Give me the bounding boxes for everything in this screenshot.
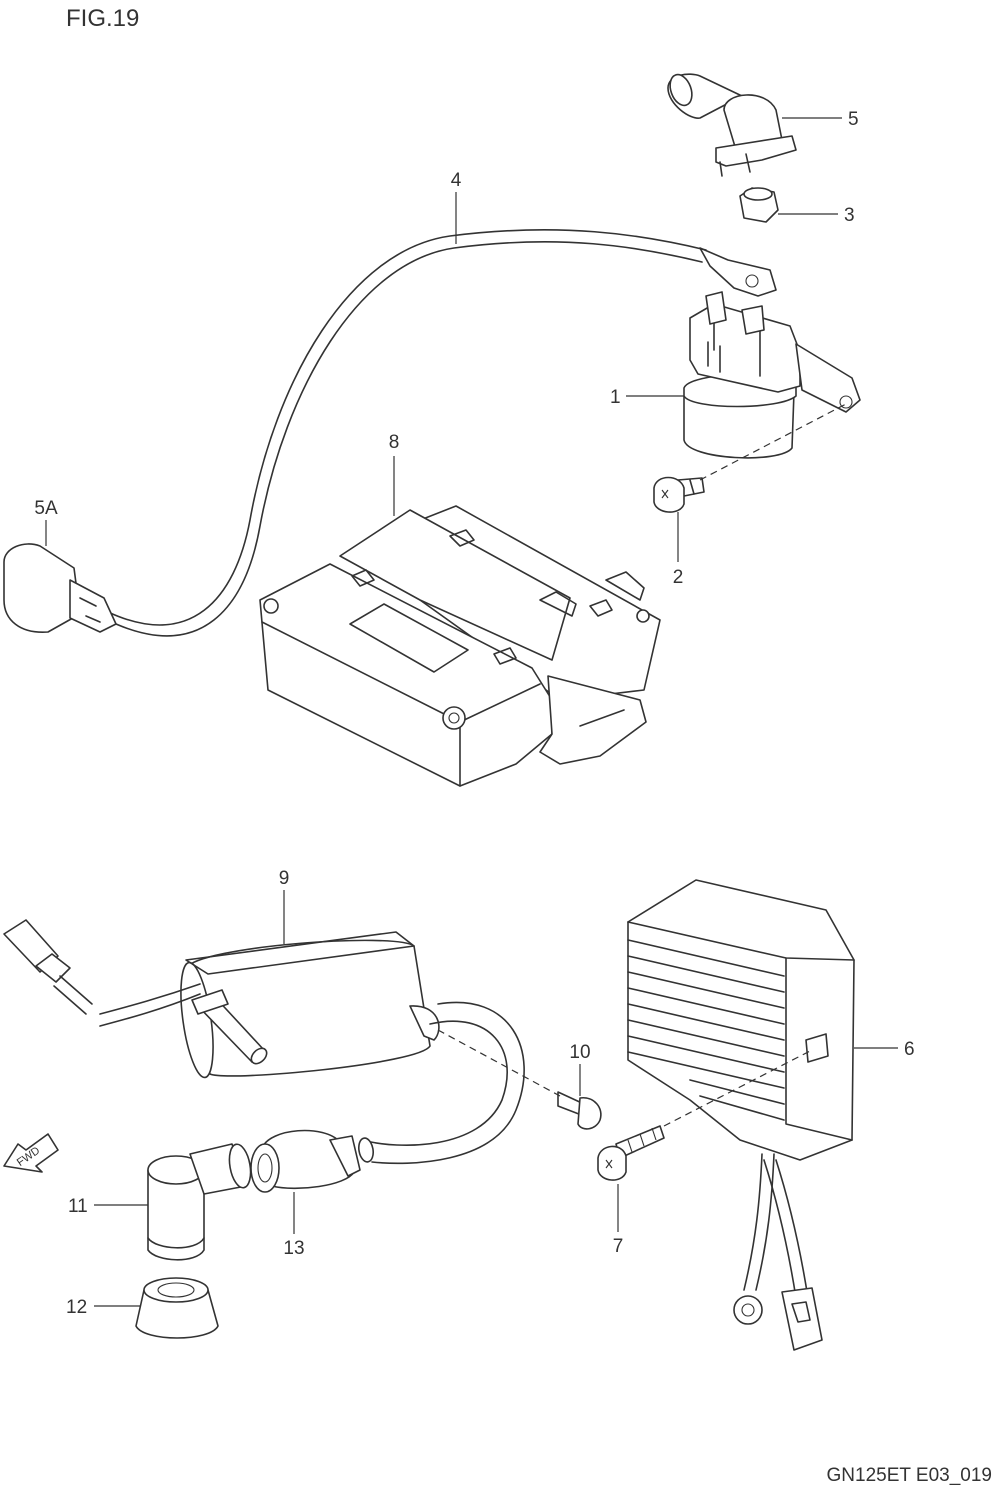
coil-connector-part	[3, 919, 93, 1015]
boot-12-part	[135, 1277, 219, 1339]
callout-5: 5	[848, 109, 859, 130]
starter-relay-part	[683, 291, 861, 459]
callout-7: 7	[613, 1236, 624, 1257]
callout-12: 12	[66, 1297, 87, 1318]
callout-11: 11	[68, 1196, 88, 1217]
fwd-arrow-icon: FWD	[3, 1133, 59, 1173]
terminal-cap-part	[667, 73, 797, 177]
callout-3: 3	[844, 205, 855, 226]
callout-1: 1	[610, 387, 621, 408]
starter-cable-part	[107, 229, 777, 637]
callout-5a: 5A	[34, 498, 58, 519]
callout-10: 10	[569, 1042, 590, 1063]
drawing-code: GN125ET E03_019	[827, 1465, 993, 1486]
control-unit-part	[259, 505, 661, 787]
plug-cap-part	[147, 1143, 252, 1261]
seal-13-part	[250, 1129, 361, 1193]
screw-10-part	[437, 1029, 602, 1130]
ignition-coil-part	[99, 931, 525, 1165]
callout-9: 9	[279, 868, 290, 889]
regulator-rectifier-part	[627, 879, 855, 1351]
callout-13: 13	[283, 1238, 304, 1259]
callout-8: 8	[389, 432, 400, 453]
figure-title: FIG.19	[66, 5, 139, 32]
callout-2: 2	[673, 567, 684, 588]
callout-6: 6	[904, 1039, 915, 1060]
relay-bolt-part	[653, 403, 847, 513]
regulator-bolt-part	[597, 1049, 813, 1181]
boot-5a-part	[3, 543, 117, 633]
nut-part	[739, 187, 779, 223]
callout-4: 4	[451, 170, 462, 191]
